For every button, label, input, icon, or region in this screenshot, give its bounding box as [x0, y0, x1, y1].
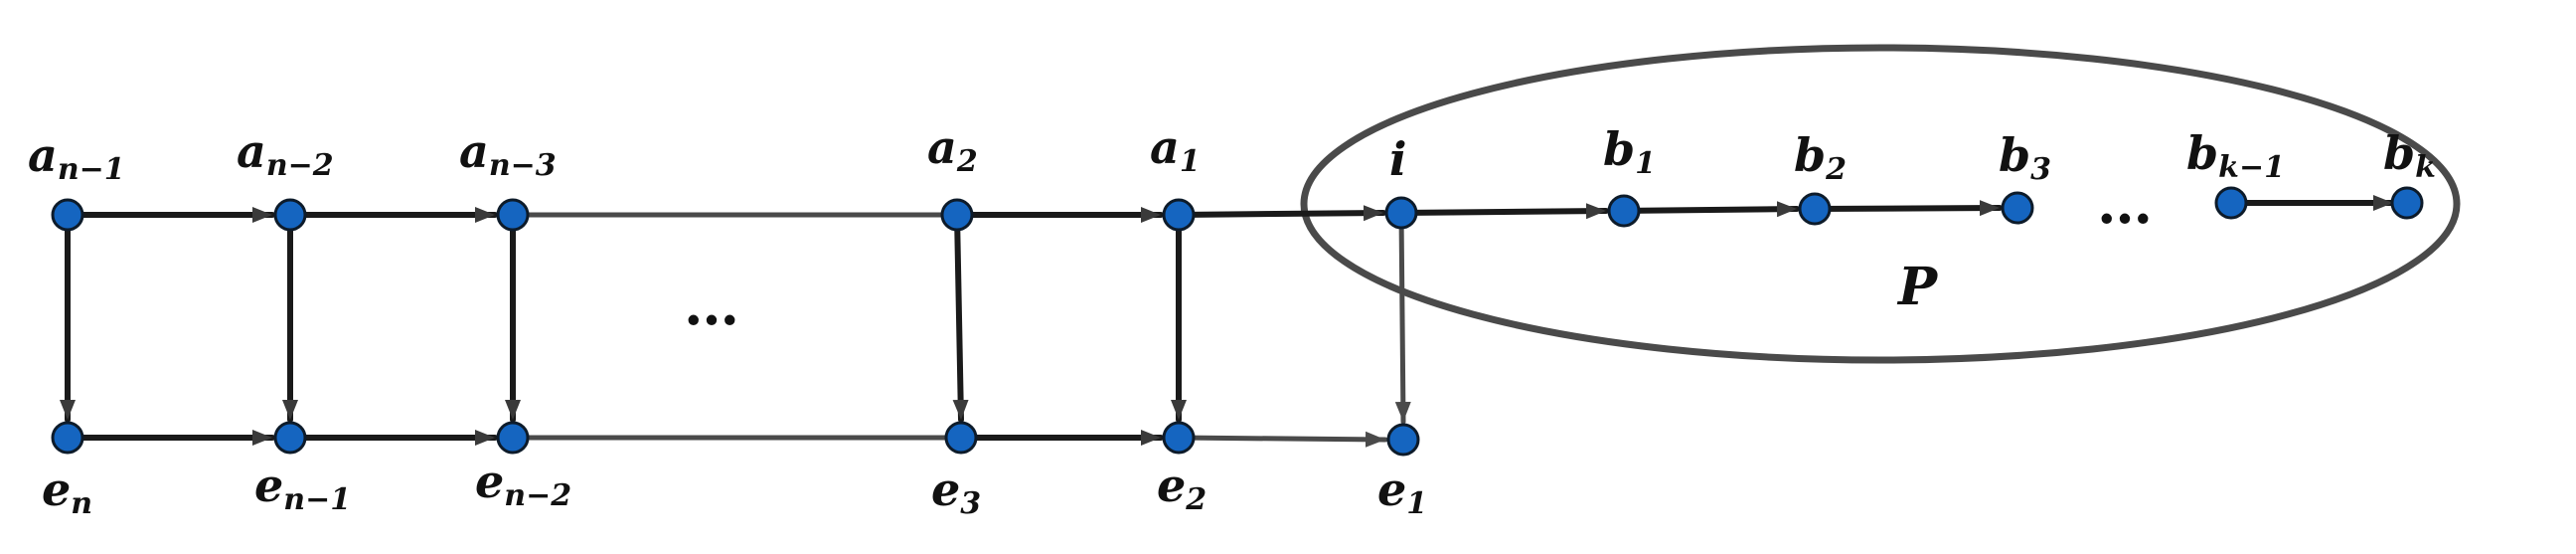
nodes — [51, 186, 2424, 457]
node-b-3 — [2001, 191, 2034, 225]
node-a-n2 — [273, 198, 307, 232]
label-a-n2: an−2 — [237, 124, 334, 183]
node-e-2 — [1162, 421, 1196, 455]
node-b-2 — [1798, 192, 1832, 226]
label-e-n2: en−2 — [475, 455, 571, 513]
label-a-1: a1 — [1150, 120, 1201, 179]
label-b-1: b1 — [1603, 122, 1656, 181]
label-e-2: e2 — [1157, 459, 1207, 517]
node-e-n — [51, 421, 84, 455]
ellipsis-middle: … — [684, 273, 739, 338]
label-e-n: en — [42, 462, 92, 521]
edge-i-b-1 — [1398, 203, 1609, 220]
label-e-n1: en−1 — [254, 459, 351, 517]
node-e-1 — [1386, 423, 1420, 457]
edge-a-2-e-3 — [952, 212, 969, 423]
path-p-ellipse — [1300, 44, 2461, 364]
label-b-k: bk — [2383, 126, 2436, 185]
edge-b-2-b-3 — [1812, 200, 2003, 217]
edge-e-2-e-1 — [1176, 431, 1388, 448]
node-b-k1 — [2214, 186, 2248, 220]
edge-b-1-b-2 — [1621, 201, 1800, 218]
node-a-2 — [940, 198, 974, 232]
edges — [60, 195, 2396, 448]
label-i: i — [1389, 132, 1406, 186]
node-a-n1 — [51, 198, 84, 232]
path-label-p: P — [1896, 257, 1939, 317]
label-b-2: b2 — [1794, 128, 1847, 187]
label-a-n1: an−1 — [28, 128, 125, 187]
node-a-1 — [1162, 198, 1196, 232]
ellipsis-path: … — [2097, 171, 2153, 237]
node-labels: an−1 an−2 an−3 a2 a1 i b1 b2 b3 bk−1 bk … — [28, 120, 2436, 521]
label-e-3: e3 — [931, 462, 981, 521]
label-e-1: e1 — [1377, 462, 1427, 521]
node-b-k — [2390, 186, 2424, 220]
node-i — [1384, 196, 1418, 230]
node-e-n1 — [273, 421, 307, 455]
edge-a-1-i — [1176, 205, 1386, 222]
edge-i-e-1 — [1394, 210, 1411, 425]
label-b-3: b3 — [1999, 128, 2051, 187]
label-a-n3: an−3 — [459, 124, 557, 183]
node-e-3 — [944, 421, 978, 455]
node-b-1 — [1607, 194, 1641, 228]
node-e-n2 — [496, 421, 530, 455]
node-a-n3 — [496, 198, 530, 232]
label-a-2: a2 — [927, 120, 978, 179]
label-b-k1: bk−1 — [2186, 126, 2285, 185]
